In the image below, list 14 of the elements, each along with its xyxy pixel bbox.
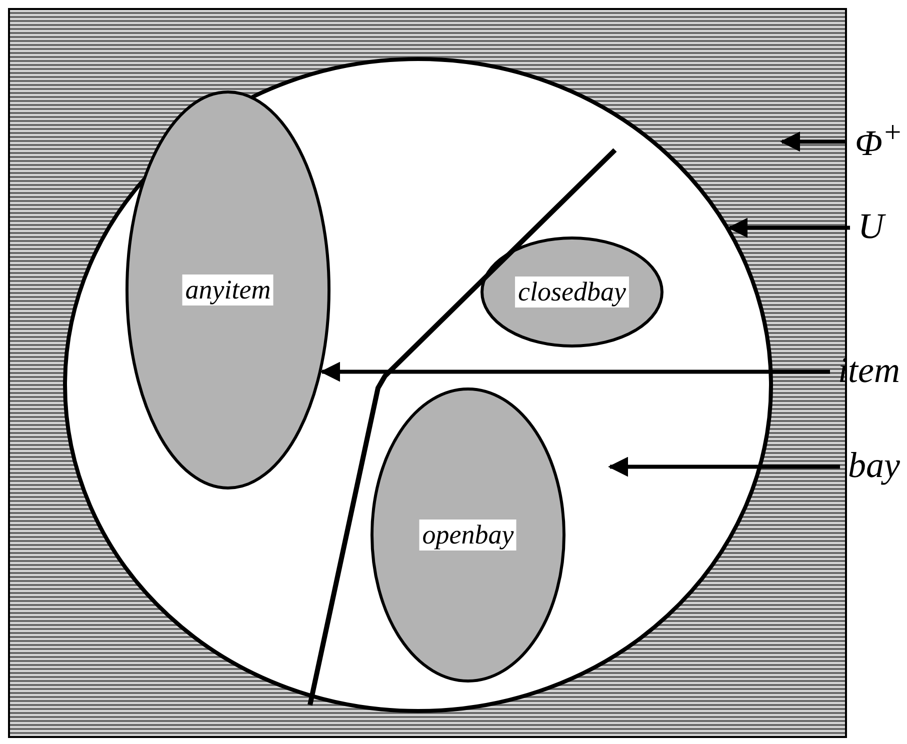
universe-circle bbox=[63, 57, 773, 713]
arrow bbox=[320, 362, 830, 382]
set-ellipse bbox=[480, 236, 664, 348]
set-label: openbay bbox=[419, 520, 517, 550]
region-label: U bbox=[858, 208, 888, 244]
set-label: closedbay bbox=[515, 276, 629, 308]
set-ellipse bbox=[370, 387, 566, 683]
set-label: anyitem bbox=[182, 274, 274, 306]
region-label: bay bbox=[848, 447, 904, 483]
arrow bbox=[608, 456, 840, 477]
arrow bbox=[728, 218, 850, 238]
region-label: Φ$^{+}$ bbox=[855, 118, 907, 161]
set-ellipse bbox=[125, 90, 331, 490]
arrow bbox=[780, 132, 847, 152]
